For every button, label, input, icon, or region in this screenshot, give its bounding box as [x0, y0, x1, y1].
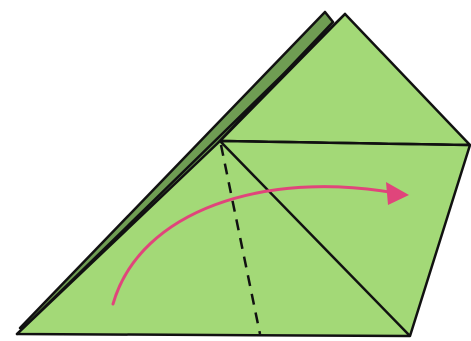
left-paper-edge [15, 12, 347, 336]
dashed-fold-line [219, 144, 262, 335]
front-paper-face [15, 139, 471, 338]
diagonal-crease-line [219, 140, 411, 337]
fold-arrow-curve [111, 185, 397, 306]
horizontal-crease-line [219, 139, 471, 147]
upper-triangle-flap [218, 12, 471, 147]
fold-arrow-head [386, 182, 409, 205]
